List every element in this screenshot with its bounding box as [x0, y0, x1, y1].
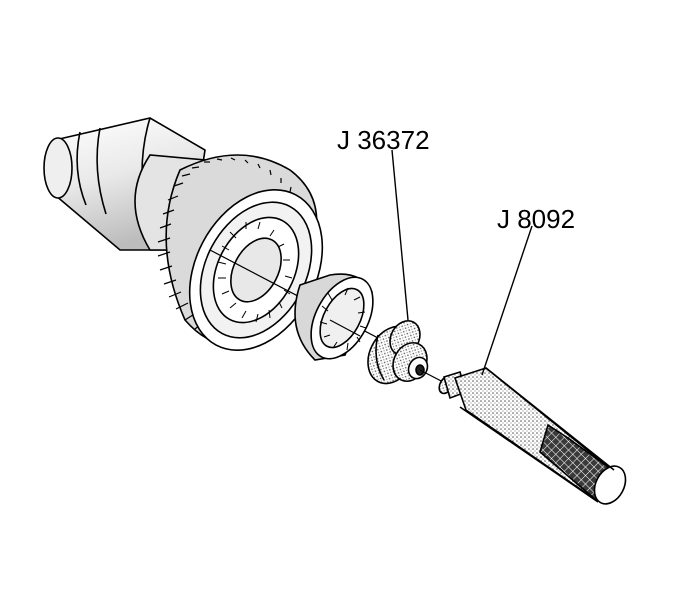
output-shaft-gear [43, 117, 421, 361]
leader-line-j36372 [391, 149, 409, 321]
callout-label-j8092: J 8092 [497, 204, 576, 234]
leader-line-j8092 [481, 225, 533, 376]
roller-bearing [294, 273, 374, 361]
j8092-driver-handle [438, 367, 627, 505]
callout-label-j36372: J 36372 [337, 125, 430, 155]
j36372-bearing-puller-adapter [367, 320, 446, 385]
